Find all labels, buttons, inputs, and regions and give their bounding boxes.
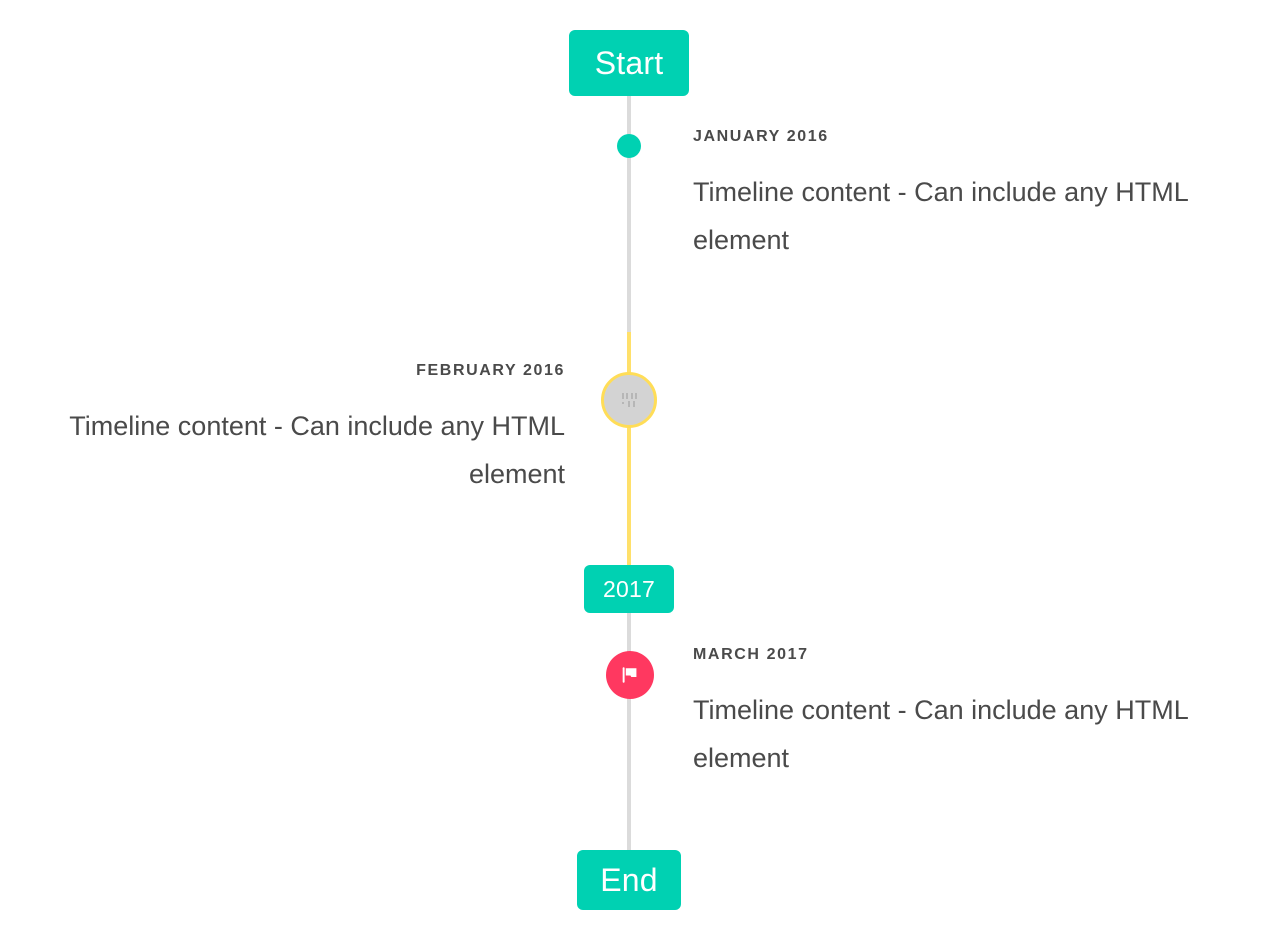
timeline-item-body: Timeline content - Can include any HTML … xyxy=(693,695,1188,773)
timeline-item-content: FEBRUARY 2016 Timeline content - Can inc… xyxy=(35,362,565,498)
timeline-axis-segment-yellow xyxy=(627,332,631,565)
flag-icon[interactable] xyxy=(606,651,654,699)
timeline-start-badge[interactable]: Start xyxy=(569,30,689,96)
timeline-item-content: MARCH 2017 Timeline content - Can includ… xyxy=(693,646,1223,782)
timeline-item-heading: JANUARY 2016 xyxy=(693,128,829,145)
timeline-end-badge[interactable]: End xyxy=(577,850,681,910)
timeline-item-heading: FEBRUARY 2016 xyxy=(416,362,565,379)
timeline-item-heading: MARCH 2017 xyxy=(693,646,809,663)
broken-image-glyph xyxy=(622,393,637,407)
timeline-year-badge-2017[interactable]: 2017 xyxy=(584,565,674,613)
timeline-axis-segment-top xyxy=(627,95,631,332)
timeline-axis-segment-bottom xyxy=(627,613,631,850)
timeline-item-content: JANUARY 2016 Timeline content - Can incl… xyxy=(693,128,1223,264)
dot-marker[interactable] xyxy=(617,134,641,158)
timeline-item-body: Timeline content - Can include any HTML … xyxy=(69,411,565,489)
timeline-item-body: Timeline content - Can include any HTML … xyxy=(693,177,1188,255)
broken-image-icon[interactable] xyxy=(601,372,657,428)
